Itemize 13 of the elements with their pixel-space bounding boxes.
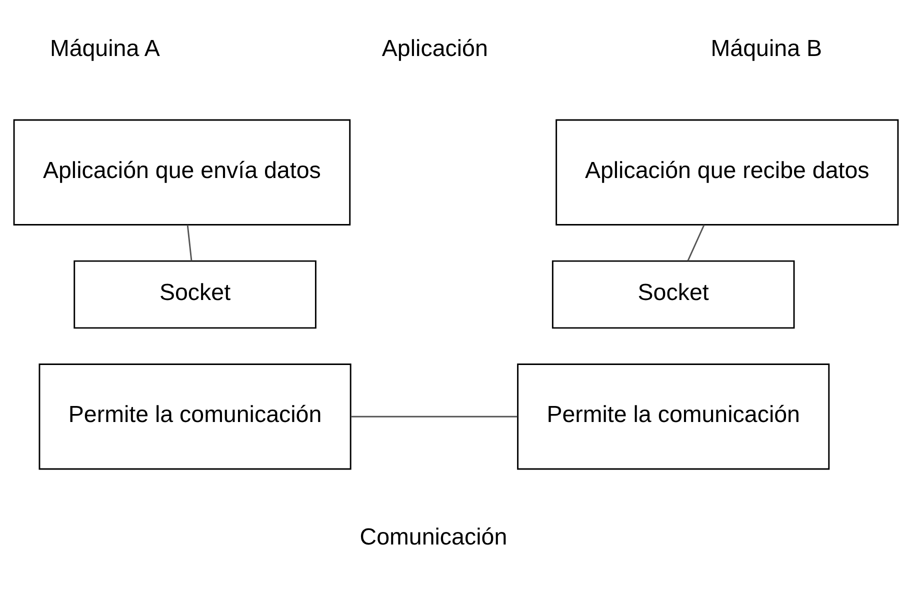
connector — [687, 224, 705, 262]
label: Máquina B — [710, 34, 822, 61]
connector — [186, 225, 192, 261]
label: Máquina A — [50, 34, 160, 61]
node-box: Socket — [552, 260, 795, 329]
node-box: Aplicación que envía datos — [13, 119, 351, 226]
node-box: Aplicación que recibe datos — [556, 119, 899, 226]
label: Aplicación — [382, 34, 488, 61]
connector — [351, 416, 518, 418]
node-box: Permite la comunicación — [38, 364, 352, 470]
node-box: Socket — [74, 260, 316, 329]
node-box: Permite la comunicación — [517, 364, 830, 470]
label: Comunicación — [360, 523, 508, 550]
